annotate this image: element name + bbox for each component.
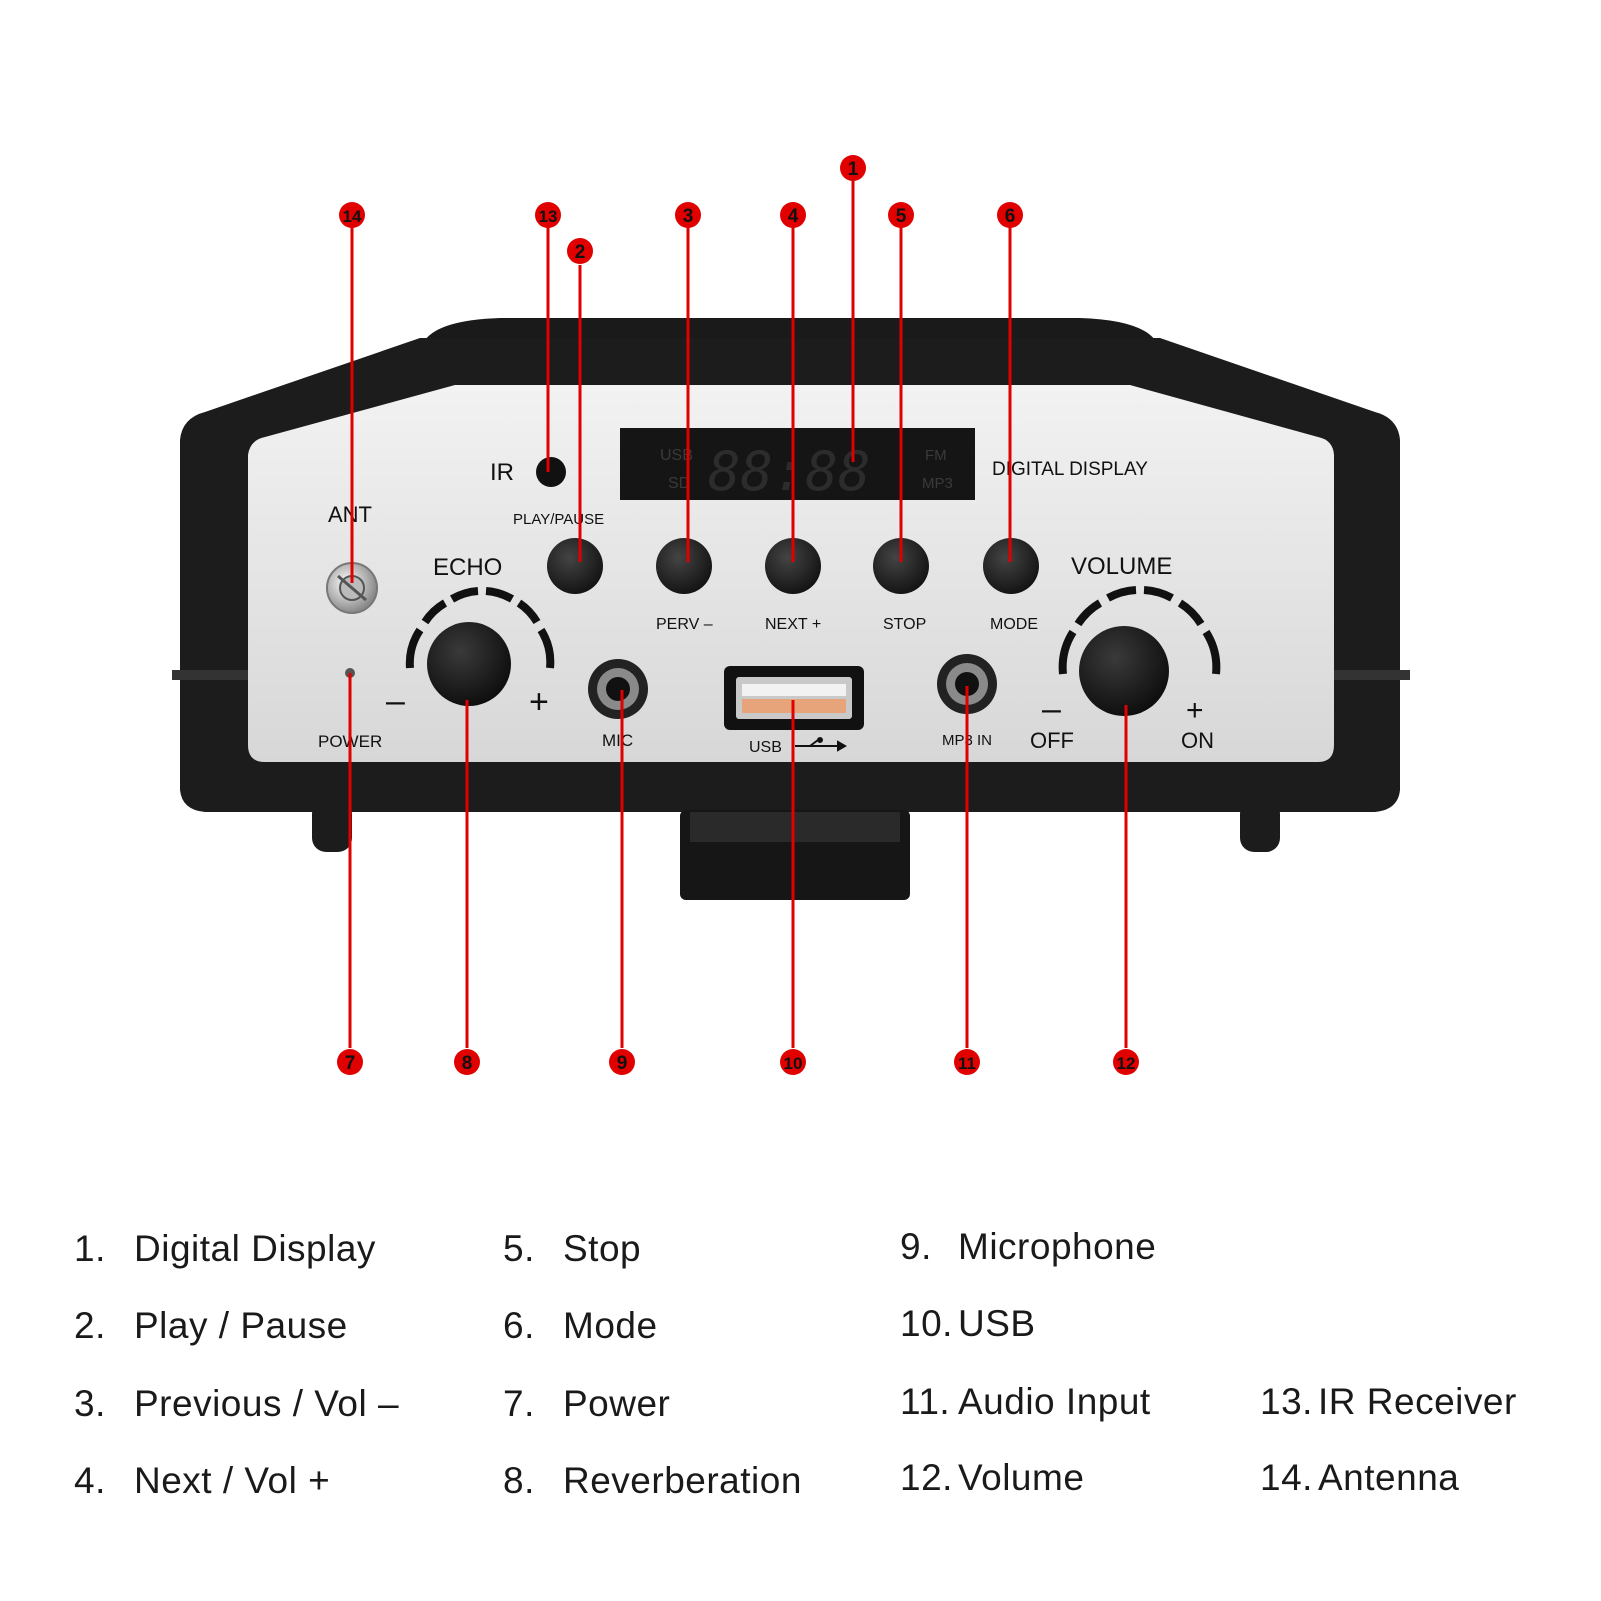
volume-knob[interactable]	[1079, 626, 1169, 716]
digital-display-label: DIGITAL DISPLAY	[992, 459, 1148, 480]
badge-4: 4	[780, 202, 806, 228]
stop-button[interactable]	[873, 538, 929, 594]
badge-10: 10	[780, 1049, 806, 1075]
legend-item-11: 11.Audio Input	[900, 1381, 1151, 1422]
legend-item-14: 14.Antenna	[1260, 1457, 1460, 1498]
svg-text:11: 11	[958, 1054, 976, 1073]
legend-item-5: 5.Stop	[503, 1228, 642, 1269]
usb-port[interactable]	[724, 666, 864, 730]
badge-9: 9	[609, 1049, 635, 1075]
badge-7: 7	[337, 1049, 363, 1075]
echo-minus: –	[386, 682, 405, 720]
next-label: NEXT +	[765, 616, 821, 633]
badge-12: 12	[1113, 1049, 1139, 1075]
badge-5: 5	[888, 202, 914, 228]
echo-knob[interactable]	[427, 622, 511, 706]
badge-6: 6	[997, 202, 1023, 228]
legend-item-10: 10.USB	[900, 1303, 1036, 1344]
svg-text:2: 2	[575, 242, 586, 263]
legend-item-2: 2.Play / Pause	[74, 1305, 348, 1346]
svg-text:4: 4	[788, 206, 799, 227]
svg-text:9: 9	[617, 1053, 628, 1074]
svg-text:3: 3	[683, 206, 694, 227]
legend-item-8: 8.Reverberation	[503, 1460, 802, 1501]
callout-lines	[348, 180, 1128, 1048]
badge-3: 3	[675, 202, 701, 228]
echo-label: ECHO	[433, 554, 502, 581]
volume-plus: +	[1186, 694, 1204, 727]
usb-symbol-icon	[795, 737, 848, 752]
svg-text:7: 7	[345, 1053, 356, 1074]
legend-item-13: 13.IR Receiver	[1260, 1381, 1517, 1422]
mic-label: MIC	[602, 731, 633, 750]
next-button[interactable]	[765, 538, 821, 594]
badge-1: 1	[840, 155, 866, 181]
mic-jack[interactable]	[588, 659, 648, 719]
svg-text:12: 12	[1117, 1054, 1136, 1073]
volume-label: VOLUME	[1071, 553, 1172, 580]
legend-item-3: 3.Previous / Vol –	[74, 1383, 400, 1424]
mp3-in-jack[interactable]	[937, 654, 997, 714]
badge-14: 14	[339, 202, 365, 228]
svg-text:8: 8	[462, 1053, 473, 1074]
svg-text:10: 10	[784, 1054, 803, 1073]
svg-text:14: 14	[343, 207, 362, 226]
volume-minus: –	[1042, 690, 1061, 728]
antenna-jack	[326, 562, 378, 614]
ir-receiver	[536, 457, 566, 487]
ir-label: IR	[490, 459, 514, 486]
ant-label: ANT	[328, 502, 372, 527]
usb-label: USB	[749, 739, 782, 756]
mode-button[interactable]	[983, 538, 1039, 594]
badge-11: 11	[954, 1049, 980, 1075]
digital-display: USB SD 88:88 FM MP3	[620, 428, 975, 503]
play-pause-button[interactable]	[547, 538, 603, 594]
badge-13: 13	[535, 202, 561, 228]
mode-label: MODE	[990, 616, 1038, 633]
legend-item-12: 12.Volume	[900, 1457, 1085, 1498]
svg-text:5: 5	[896, 206, 907, 227]
legend-item-9: 9.Microphone	[900, 1226, 1157, 1267]
echo-plus: +	[529, 683, 549, 721]
svg-text:SD: SD	[668, 475, 690, 492]
echo-scale	[405, 587, 555, 669]
svg-text:MP3: MP3	[922, 475, 953, 492]
stop-label: STOP	[883, 616, 926, 633]
on-label: ON	[1181, 728, 1214, 753]
volume-scale	[1058, 586, 1221, 675]
previous-button[interactable]	[656, 538, 712, 594]
svg-text:1: 1	[848, 159, 859, 180]
badge-2: 2	[567, 238, 593, 264]
callout-badges: 1 14 13 2 3 4 5 6 7 8 9 10 11 12	[337, 155, 1139, 1075]
legend-item-6: 6.Mode	[503, 1305, 658, 1346]
legend-item-4: 4.Next / Vol +	[74, 1460, 331, 1501]
previous-label: PERV –	[656, 616, 713, 633]
svg-text:USB: USB	[660, 447, 693, 464]
svg-text:88:88: 88:88	[708, 440, 871, 503]
svg-text:13: 13	[539, 207, 558, 226]
legend-item-1: 1.Digital Display	[74, 1228, 376, 1269]
off-label: OFF	[1030, 728, 1074, 753]
legend-item-7: 7.Power	[503, 1383, 671, 1424]
svg-text:FM: FM	[925, 447, 947, 464]
play-pause-label: PLAY/PAUSE	[513, 511, 604, 528]
svg-text:6: 6	[1005, 206, 1016, 227]
badge-8: 8	[454, 1049, 480, 1075]
